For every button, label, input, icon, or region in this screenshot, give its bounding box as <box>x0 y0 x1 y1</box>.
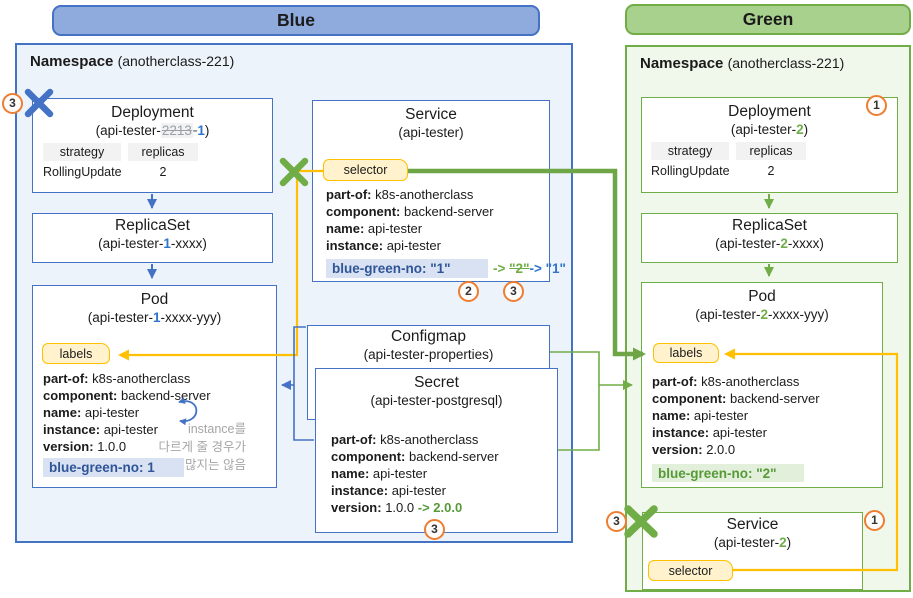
label-row: component: backend-server <box>43 388 211 403</box>
label-row: part-of: k8s-anotherclass <box>331 432 479 447</box>
green-header: Green <box>625 4 911 35</box>
step-badge: 2 <box>458 281 479 302</box>
selector-change-sequence: -> "2"-> "1" <box>493 261 566 276</box>
secret-title: Secret <box>414 374 459 391</box>
blue-service-name: (api-tester) <box>398 125 464 140</box>
blue-header: Blue <box>52 5 540 36</box>
green-deployment-name: (api-tester-2) <box>730 122 809 137</box>
green-replicaset-box: ReplicaSet (api-tester-2-xxxx) <box>641 213 898 263</box>
blue-replicaset-title: ReplicaSet <box>115 217 190 234</box>
label-row-version: version: 1.0.0 -> 2.0.0 <box>331 500 463 515</box>
label-row: version: 2.0.0 <box>652 442 736 457</box>
label-row: version: 1.0.0 <box>43 439 127 454</box>
blue-namespace-title: Namespace (anotherclass-221) <box>30 53 235 70</box>
step-badge: 3 <box>2 93 23 114</box>
replicas-value: 2 <box>767 164 775 178</box>
blue-pod-bluegreen-highlight: blue-green-no: 1 <box>43 458 184 477</box>
green-deployment-box: Deployment (api-tester-2) strategy repli… <box>641 97 898 193</box>
blue-pod-title: Pod <box>140 291 169 308</box>
label-row: component: backend-server <box>326 204 494 219</box>
configmap-title: Configmap <box>391 328 466 345</box>
blue-deployment-name: (api-tester-2213-1) <box>95 123 210 138</box>
step-badge: 1 <box>866 95 887 116</box>
step-badge: 3 <box>503 281 524 302</box>
label-row: part-of: k8s-anotherclass <box>326 187 474 202</box>
strategy-tag: strategy <box>651 142 729 160</box>
green-service-name: (api-tester-2) <box>713 535 792 550</box>
step-badge: 3 <box>606 511 627 532</box>
label-row: instance: api-tester <box>331 483 446 498</box>
blue-service-bluegreen-highlight: blue-green-no: "1" <box>326 259 488 278</box>
blue-service-selector-list: part-of: k8s-anotherclass component: bac… <box>326 186 494 254</box>
configmap-name: (api-tester-properties) <box>363 347 494 362</box>
step-badge: 3 <box>424 519 445 540</box>
step-badge: 1 <box>864 510 885 531</box>
green-namespace-title: Namespace (anotherclass-221) <box>640 55 845 72</box>
green-pod-box: Pod (api-tester-2-xxxx-yyy) part-of: k8s… <box>641 282 883 488</box>
blue-deployment-tags: strategy replicas <box>33 143 272 161</box>
secret-box: Secret (api-tester-postgresql) part-of: … <box>315 368 558 533</box>
blue-replicaset-box: ReplicaSet (api-tester-1-xxxx) <box>32 213 273 263</box>
blue-service-selector-tag: selector <box>323 159 408 181</box>
label-row: instance: api-tester <box>43 422 158 437</box>
strategy-value: RollingUpdate <box>651 164 730 178</box>
label-row: instance: api-tester <box>326 238 441 253</box>
green-pod-labels-list: part-of: k8s-anotherclass component: bac… <box>652 373 820 458</box>
green-deployment-tags: strategy replicas <box>642 142 897 160</box>
secret-name: (api-tester-postgresql) <box>370 393 503 408</box>
blue-pod-name: (api-tester-1-xxxx-yyy) <box>87 310 222 325</box>
green-header-label: Green <box>742 9 794 29</box>
replicas-tag: replicas <box>736 142 806 160</box>
label-row: instance: api-tester <box>652 425 767 440</box>
blue-deployment-values: RollingUpdate 2 <box>33 165 272 179</box>
blue-deployment-box: Deployment (api-tester-2213-1) strategy … <box>32 98 273 193</box>
label-row: part-of: k8s-anotherclass <box>43 371 191 386</box>
label-row: part-of: k8s-anotherclass <box>652 374 800 389</box>
blue-replicaset-name: (api-tester-1-xxxx) <box>98 236 207 251</box>
green-deployment-title: Deployment <box>728 103 811 120</box>
blue-header-label: Blue <box>277 10 315 30</box>
green-pod-title: Pod <box>748 288 776 305</box>
strategy-value: RollingUpdate <box>43 165 122 179</box>
secret-labels-list: part-of: k8s-anotherclass component: bac… <box>331 431 499 516</box>
blue-service-box: Service (api-tester) part-of: k8s-anothe… <box>312 100 566 282</box>
green-replicaset-title: ReplicaSet <box>732 217 807 234</box>
label-row: name: api-tester <box>43 405 140 420</box>
blue-pod-labels-list: part-of: k8s-anotherclass component: bac… <box>43 370 211 455</box>
green-service-title: Service <box>726 516 779 533</box>
label-row: component: backend-server <box>652 391 820 406</box>
label-row: name: api-tester <box>331 466 428 481</box>
label-row: name: api-tester <box>652 408 749 423</box>
label-row: name: api-tester <box>326 221 423 236</box>
green-pod-labels-tag: labels <box>653 343 719 363</box>
blue-service-title: Service <box>405 106 457 123</box>
replicas-value: 2 <box>159 165 167 179</box>
green-pod-bluegreen-highlight: blue-green-no: "2" <box>652 464 804 482</box>
green-service-selector-tag: selector <box>648 560 733 581</box>
replicas-tag: replicas <box>128 143 198 161</box>
label-row: component: backend-server <box>331 449 499 464</box>
strategy-tag: strategy <box>43 143 121 161</box>
instance-note: instance를 다르게 줄 경우가 많지는 않음 <box>158 422 246 472</box>
blue-deployment-title: Deployment <box>111 104 194 121</box>
green-pod-name: (api-tester-2-xxxx-yyy) <box>695 307 829 322</box>
green-deployment-values: RollingUpdate 2 <box>642 164 897 178</box>
green-replicaset-name: (api-tester-2-xxxx) <box>715 236 824 251</box>
blue-pod-labels-tag: labels <box>42 343 110 364</box>
